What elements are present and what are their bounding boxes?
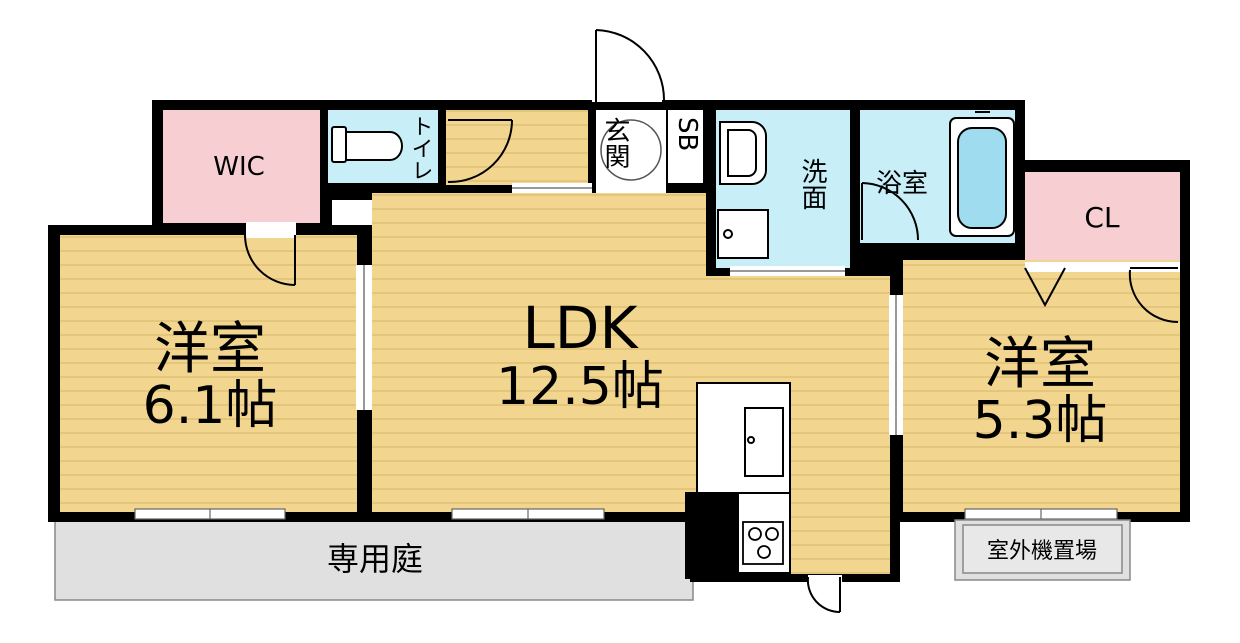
kitchen-back-door [806,575,842,615]
bathtub [949,111,1015,237]
toilet-door [447,119,513,184]
west-bedroom [60,235,357,512]
cl-doors-gap [1025,262,1180,272]
garden-area [54,514,694,601]
wic-door [244,222,296,286]
washbasin [719,121,767,185]
outdoor-unit-label: 室外機置場 [987,539,1097,564]
toilet-label: トイレ [408,115,433,181]
west-room-size: 6.1帖 [143,376,278,436]
washing-machine-pan [717,209,769,259]
ldk-room-top [372,193,706,283]
senmen-label: 洗面 [797,158,827,210]
genkan-step [596,183,666,193]
wic-room [163,110,320,223]
corridor-floor [446,110,588,185]
outdoor-unit-inner [962,524,1123,574]
bath-door [861,182,919,241]
bathroom-label: 浴室 [876,169,928,199]
genkan-floor [596,110,666,183]
toilet-fixture [331,126,403,163]
east-room-name: 洋室 [984,332,1096,397]
genkan-label: 玄関 [600,117,630,169]
east-bedroom [903,260,1180,512]
sb-label: SB [672,117,702,151]
ldk-size: 12.5帖 [496,357,664,417]
entrance-door [592,29,665,102]
ldk-name: LDK [522,294,639,362]
cl-label: CL [1084,201,1120,234]
stove-burners [742,521,784,565]
garden-label: 専用庭 [327,540,423,578]
cl-folding-door [1024,267,1066,308]
east-bedroom-door [1128,267,1179,324]
sb-room [668,110,703,183]
cl-room [1025,172,1180,264]
genkan-inner-doors [600,119,662,181]
west-room-name: 洋室 [154,317,266,382]
wic-label: WIC [213,152,265,182]
east-room-size: 5.3帖 [973,391,1108,451]
